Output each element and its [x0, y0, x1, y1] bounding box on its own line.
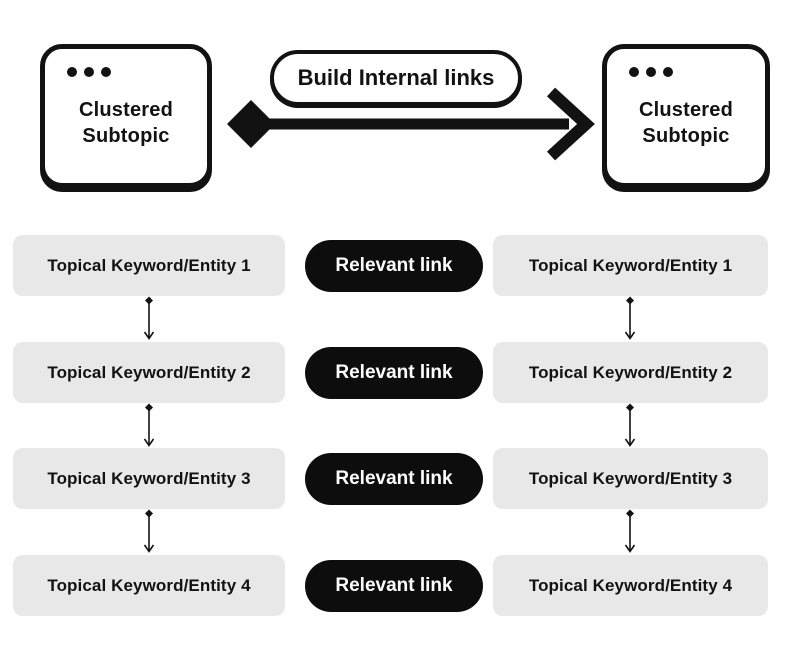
connector-arrow-left-2 — [143, 403, 155, 447]
dot-icon — [67, 67, 77, 77]
clustered-subtopic-right-label: Clustered Subtopic — [638, 98, 734, 147]
window-dots-icon — [629, 67, 765, 77]
connector-arrow-left-1 — [143, 296, 155, 340]
arrowhead-icon — [546, 87, 595, 161]
keyword-box-right-1: Topical Keyword/Entity 1 — [493, 235, 768, 296]
clustered-subtopic-left-label: Clustered Subtopic — [78, 98, 174, 147]
connector-arrow-right-2 — [624, 403, 636, 447]
relevant-link-pill-2: Relevant link — [305, 347, 483, 399]
dot-icon — [101, 67, 111, 77]
build-internal-links-arrow — [227, 87, 595, 161]
dot-icon — [84, 67, 94, 77]
keyword-box-right-4: Topical Keyword/Entity 4 — [493, 555, 768, 616]
keyword-box-left-2: Topical Keyword/Entity 2 — [13, 342, 285, 403]
connector-arrow-left-3 — [143, 509, 155, 553]
clustered-subtopic-left-box: Clustered Subtopic — [40, 44, 212, 188]
dot-icon — [646, 67, 656, 77]
connector-arrow-right-3 — [624, 509, 636, 553]
clustered-subtopic-right-box: Clustered Subtopic — [602, 44, 770, 188]
relevant-link-pill-3: Relevant link — [305, 453, 483, 505]
dot-icon — [663, 67, 673, 77]
window-dots-icon — [67, 67, 207, 77]
keyword-box-right-2: Topical Keyword/Entity 2 — [493, 342, 768, 403]
diamond-tail-icon — [227, 100, 275, 148]
build-internal-links-pill: Build Internal links — [270, 50, 522, 106]
keyword-box-left-1: Topical Keyword/Entity 1 — [13, 235, 285, 296]
keyword-box-left-4: Topical Keyword/Entity 4 — [13, 555, 285, 616]
keyword-box-right-3: Topical Keyword/Entity 3 — [493, 448, 768, 509]
connector-arrow-right-1 — [624, 296, 636, 340]
dot-icon — [629, 67, 639, 77]
relevant-link-pill-4: Relevant link — [305, 560, 483, 612]
keyword-box-left-3: Topical Keyword/Entity 3 — [13, 448, 285, 509]
relevant-link-pill-1: Relevant link — [305, 240, 483, 292]
